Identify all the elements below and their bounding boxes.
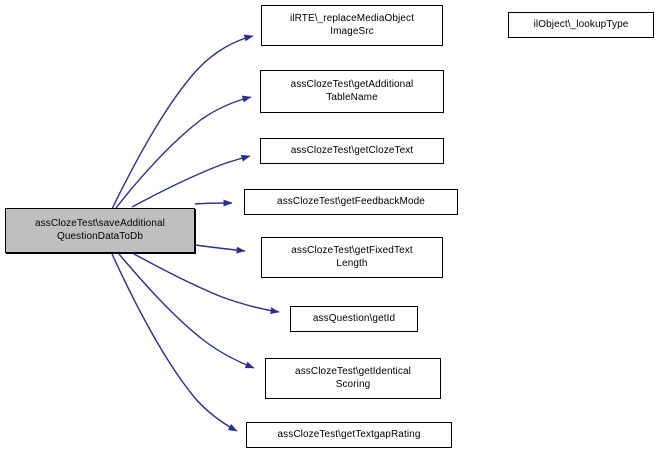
graph-node-get-id[interactable]: assQuestion\getId	[290, 306, 418, 332]
graph-node-label: assQuestion\getId	[312, 312, 396, 324]
call-edge-root-to-get-id	[133, 253, 280, 315]
call-edge-root-to-get-fixed-text-length	[194, 244, 246, 254]
call-edge-root-to-get-textgap-rating	[111, 253, 238, 432]
graph-node-label: assClozeTest\getAdditional TableName	[290, 79, 414, 103]
graph-node-get-textgap-rating[interactable]: assClozeTest\getTextgapRating	[246, 422, 452, 448]
graph-node-root[interactable]: assClozeTest\saveAdditional QuestionData…	[5, 208, 195, 253]
graph-node-label: assClozeTest\getClozeText	[290, 144, 414, 156]
graph-node-replace-media-object-image-src[interactable]: ilRTE\_replaceMediaObject ImageSrc	[261, 5, 443, 46]
graph-node-get-cloze-text[interactable]: assClozeTest\getClozeText	[260, 138, 444, 164]
graph-node-lookup-type[interactable]: ilObject\_lookupType	[508, 12, 654, 38]
graph-node-label: assClozeTest\getTextgapRating	[277, 428, 421, 440]
call-edge-root-to-get-identical-scoring	[118, 253, 255, 369]
graph-node-get-additional-table-name[interactable]: assClozeTest\getAdditional TableName	[260, 70, 444, 113]
graph-node-label: ilObject\_lookupType	[533, 18, 629, 30]
graph-node-label: ilRTE\_replaceMediaObject ImageSrc	[289, 13, 415, 37]
call-edge-root-to-get-feedback-mode	[194, 199, 233, 207]
graph-node-get-identical-scoring[interactable]: assClozeTest\getIdentical Scoring	[265, 358, 441, 399]
graph-node-label: assClozeTest\getFixedText Length	[291, 245, 413, 269]
call-edge-root-to-get-additional-table-name	[115, 95, 252, 209]
call-edge-root-to-get-cloze-text	[131, 154, 251, 208]
edges-group	[111, 34, 280, 432]
graph-node-label: assClozeTest\saveAdditional QuestionData…	[35, 218, 165, 242]
graph-node-label: assClozeTest\getIdentical Scoring	[295, 366, 411, 390]
graph-node-get-feedback-mode[interactable]: assClozeTest\getFeedbackMode	[244, 189, 458, 215]
call-edge-root-to-replace-media-object-image-src	[111, 34, 254, 210]
graph-node-label: assClozeTest\getFeedbackMode	[277, 195, 425, 207]
graph-node-get-fixed-text-length[interactable]: assClozeTest\getFixedText Length	[261, 237, 443, 278]
